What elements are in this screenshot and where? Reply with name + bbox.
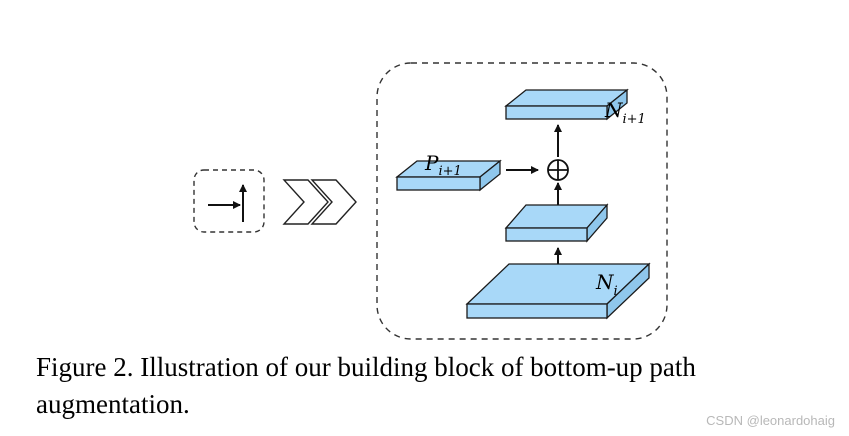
bottom-up-path-augmentation-diagram: Ni+1 Pi+1 Ni [193, 62, 668, 340]
watermark: CSDN @leonardohaig [706, 413, 835, 428]
building-block-container [376, 62, 668, 340]
figure-caption: Figure 2. Illustration of our building b… [36, 352, 696, 419]
label-n-bottom: Ni [595, 270, 618, 299]
double-chevron-icon [282, 179, 357, 225]
block-n-top [504, 88, 629, 121]
legend-box-border [193, 169, 265, 233]
label-n-top: Ni+1 [604, 98, 646, 127]
block-n-bottom [465, 262, 651, 320]
block-p [395, 159, 502, 192]
legend-box [193, 169, 265, 233]
block-middle [504, 203, 609, 243]
element-wise-sum-icon [547, 159, 569, 181]
label-p: Pi+1 [424, 151, 462, 179]
